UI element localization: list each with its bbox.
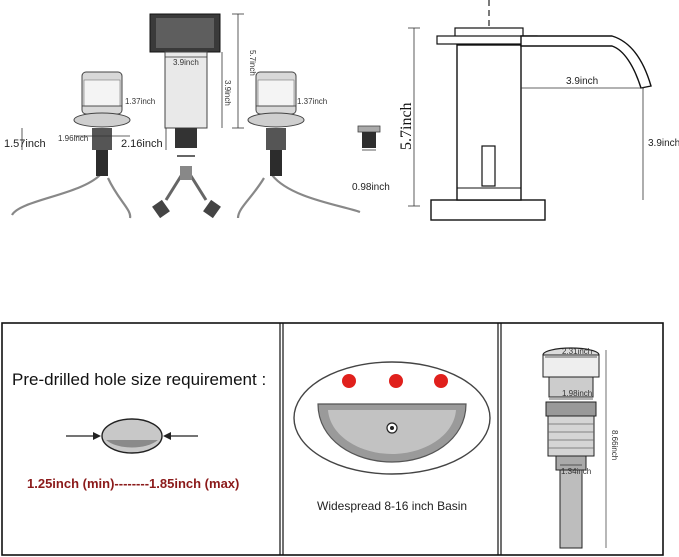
base-diameter-label: 1.96inch [58,134,88,143]
side-valve-window [481,145,496,187]
shank-gap-label: 2.16inch [121,138,163,150]
left-base [73,112,131,128]
spout-hose-end-left [152,199,170,219]
right-shank [266,128,286,150]
left-shank [92,128,112,150]
side-spout-reach-label: 3.9inch [566,76,598,87]
front-view: 3.9inch 5.7inch 3.9inch 1.37inch 1.37inc… [4,13,390,219]
drain-thread [547,415,595,457]
side-view: 5.7inch 3.9inch 3.9inch [398,0,679,221]
base-offset-label: 1.57inch [4,138,46,150]
side-dimension-lines [408,27,644,207]
bottom-panels-frame [1,322,664,556]
spout-shank [175,128,197,148]
side-total-height-label: 5.7inch [398,102,415,150]
drain-height-dim: 8.66inch [610,430,619,460]
hole-size-title: Pre-drilled hole size requirement : [12,370,266,389]
right-handle-highlight [257,79,295,107]
drain-tailpiece [559,469,583,549]
drain-mid-dim: 1.98inch [562,389,592,398]
left-hose [11,174,101,216]
spout-body [164,51,208,129]
hole-size-range: 1.25inch (min)--------1.85inch (max) [27,476,239,491]
side-base-plate [430,199,546,221]
side-spout-clearance-label: 3.9inch [648,138,679,149]
right-base [247,112,305,128]
hole-size-panel: Pre-drilled hole size requirement : 1.25… [12,370,266,491]
right-arrow-head [163,432,171,440]
drain-panel: 2.31inch 1.98inch 8.66inch 1.34inch [542,347,619,549]
fitting-body [362,132,376,148]
basin-hole-left [342,374,356,388]
basin-panel: Widespread 8-16 inch Basin [293,361,491,513]
basin-caption: Widespread 8-16 inch Basin [317,499,467,513]
drain-dimension-lines [545,350,607,548]
left-handle-highlight [83,79,121,107]
right-valve [270,150,282,176]
hole-shadow [106,440,158,448]
basin-hole-right [434,374,448,388]
spout-hose-end-right [203,199,221,219]
spout-width-label: 3.9inch [173,58,199,67]
spout-connector [180,166,192,180]
left-valve [96,150,108,176]
spout-top-face [156,18,214,48]
right-hose-2 [236,177,265,219]
left-arrow-head [93,432,101,440]
side-spout [520,35,652,89]
left-handle-width-label: 1.37inch [125,97,155,106]
fitting-width-label: 0.98inch [352,182,390,193]
drain-neck [548,376,594,398]
spout-body-height-label: 3.9inch [223,80,232,106]
fitting-cap [357,125,381,133]
drain-cap-rim [542,354,600,378]
drain-bottom-dim: 1.34inch [561,467,591,476]
basin-drain-center [390,426,394,430]
hole-icon [101,418,163,454]
spout-top-height-label: 5.7inch [248,50,257,76]
front-dimension-lines [21,13,376,151]
right-hose [271,174,361,214]
drain-thread-lines [548,423,594,449]
left-hose-2 [106,177,132,219]
right-handle-width-label: 1.37inch [297,97,327,106]
drain-top-dim: 2.31inch [562,347,592,356]
drain-nut [545,401,597,417]
basin-hole-center [389,374,403,388]
